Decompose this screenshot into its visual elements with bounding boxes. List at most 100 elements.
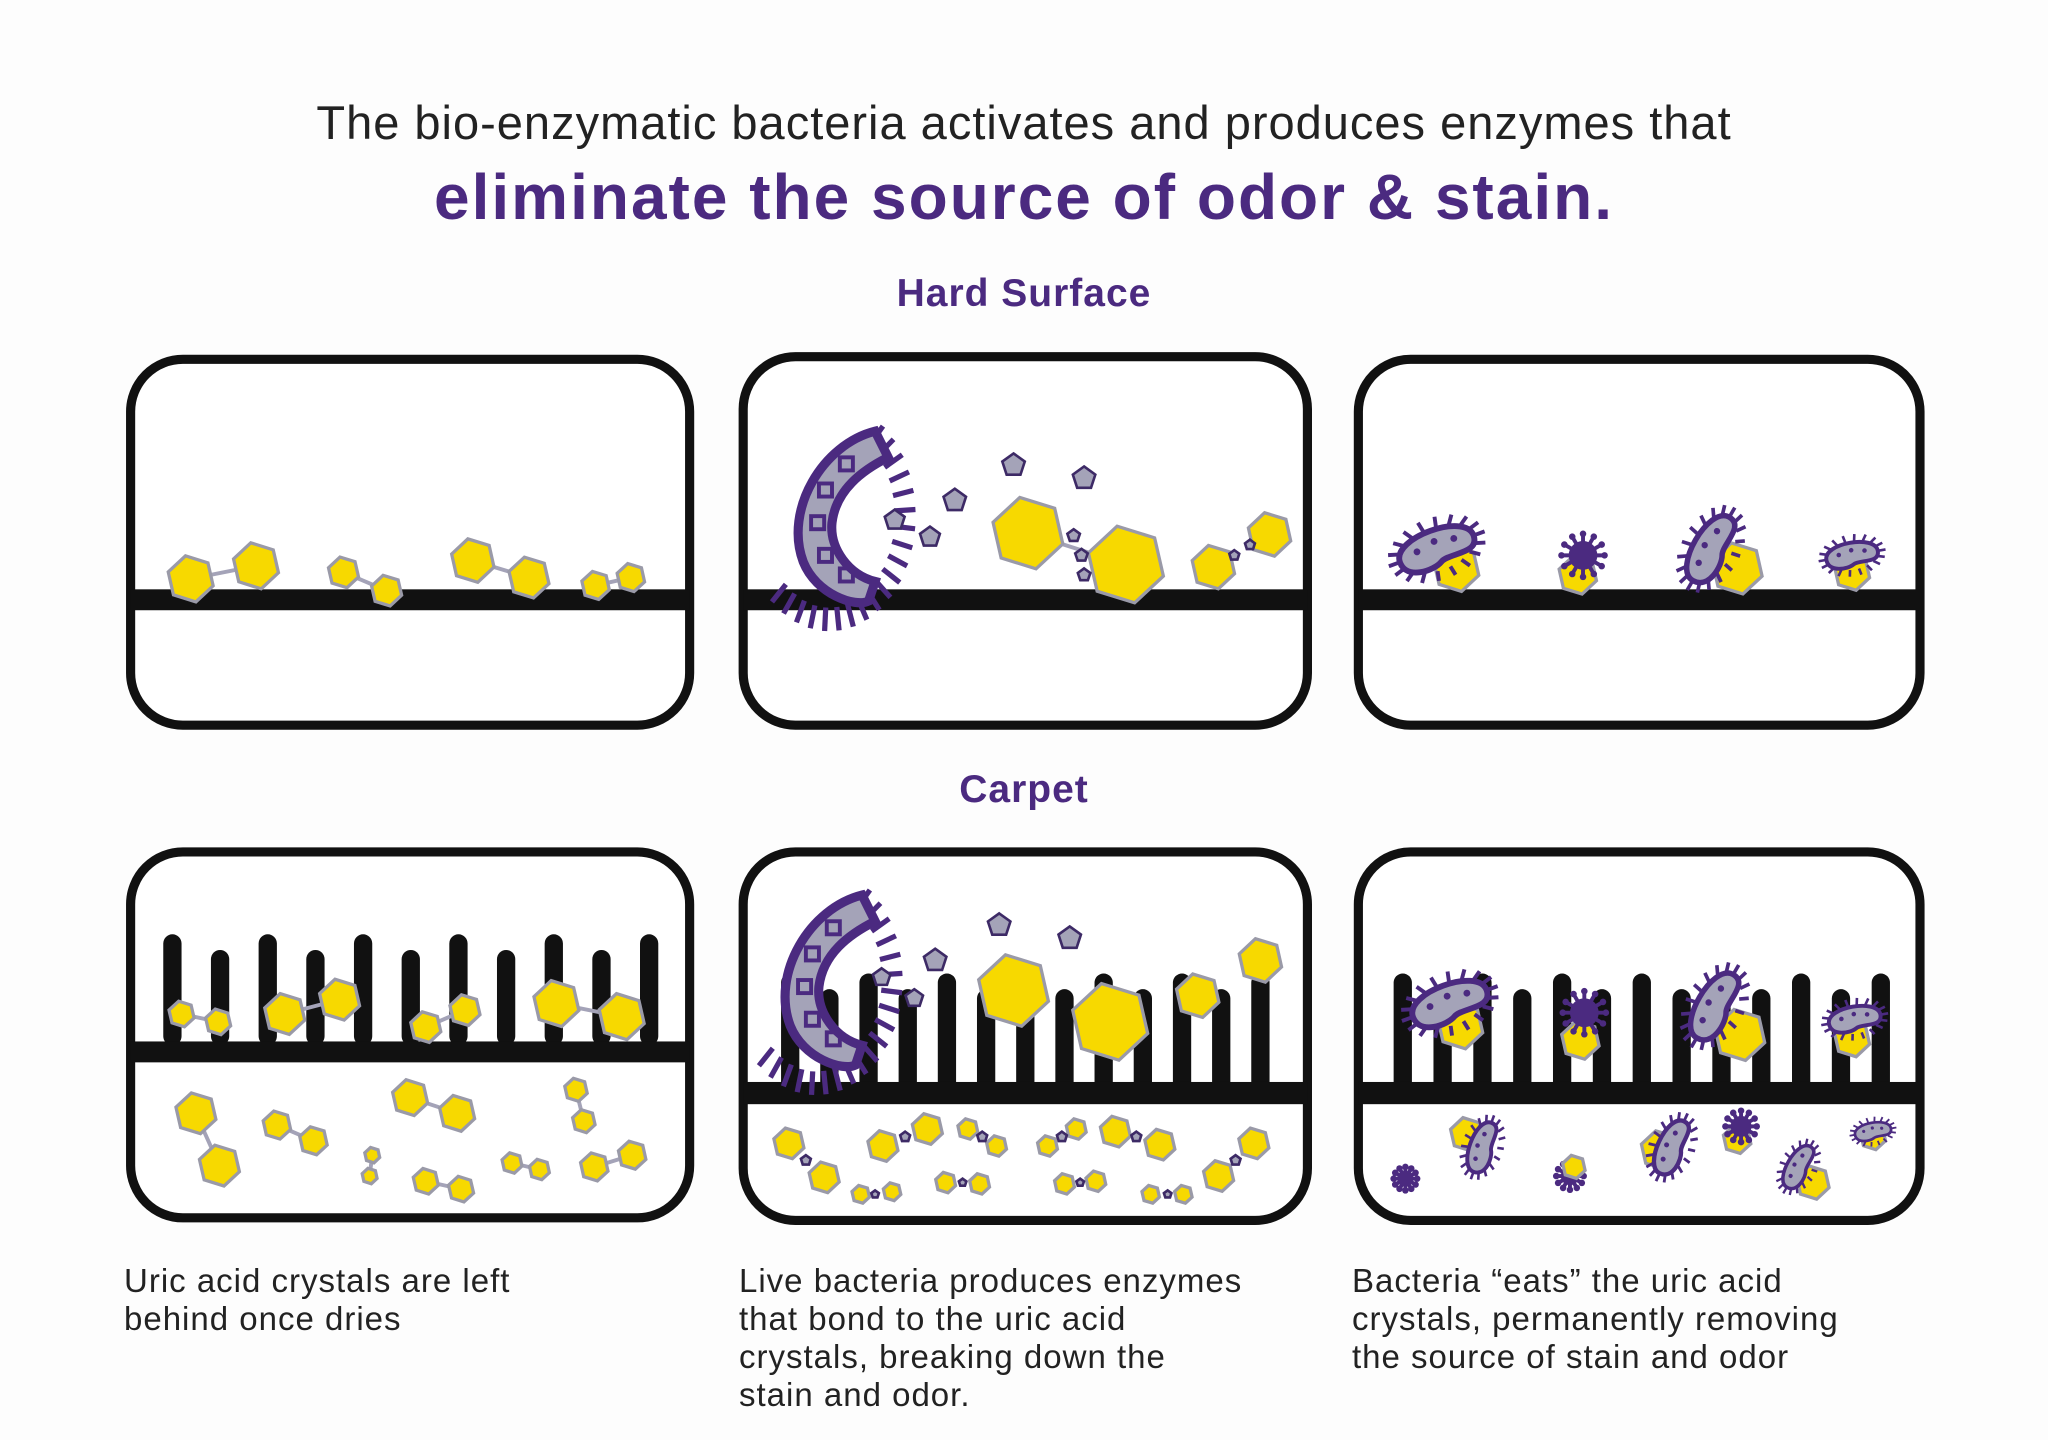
- flagella: [844, 603, 856, 628]
- flagella: [879, 951, 901, 963]
- carpet-fiber: [1632, 973, 1651, 1092]
- uric-acid-crystal-icon: [203, 1007, 233, 1037]
- flagella: [1690, 1137, 1699, 1142]
- spike-tip: [1413, 1175, 1421, 1182]
- carpet-fiber: [1251, 973, 1270, 1092]
- organelle: [1699, 1016, 1706, 1024]
- flagella: [1715, 572, 1723, 583]
- organelle: [837, 566, 855, 584]
- flagella: [1682, 1112, 1689, 1122]
- flagella: [881, 566, 902, 585]
- uric-acid-crystal-icon: [317, 977, 362, 1022]
- organelle: [803, 1010, 821, 1028]
- flagella: [1833, 1003, 1841, 1011]
- enzyme-icon: [1073, 547, 1090, 562]
- uric-acid-crystal-icon: [449, 537, 496, 585]
- carpet-fiber: [1212, 989, 1231, 1092]
- organelle: [1880, 1126, 1884, 1130]
- uric-acid-crystal-icon: [580, 569, 612, 602]
- flagella: [1831, 539, 1838, 547]
- spike-tip: [1562, 1020, 1569, 1027]
- flagella: [1801, 1182, 1807, 1189]
- flagella: [1660, 1121, 1667, 1130]
- floor-surface: [743, 1081, 1308, 1105]
- organelle: [1705, 999, 1712, 1006]
- organelle: [1870, 1126, 1874, 1130]
- flagella: [1699, 514, 1707, 526]
- flagella: [768, 1056, 784, 1079]
- flagella: [1448, 1025, 1454, 1036]
- enzyme-icon: [799, 1153, 813, 1166]
- flagella: [1723, 562, 1734, 572]
- flagella: [888, 469, 911, 484]
- flagella: [1844, 999, 1849, 1007]
- uric-acid-crystal-icon: [360, 1166, 379, 1186]
- flagella: [1680, 1011, 1691, 1016]
- flagella: [1446, 514, 1454, 526]
- spike-tip: [1408, 1165, 1415, 1172]
- uric-acid-crystal-icon: [1174, 972, 1221, 1020]
- spike-tip: [1581, 1030, 1588, 1038]
- enzyme-icon: [1000, 451, 1027, 477]
- flagella: [1865, 1117, 1869, 1123]
- section-title-hard-surface: Hard Surface: [896, 272, 1152, 315]
- spike-tip: [1579, 573, 1587, 581]
- bacterium-icon: [1821, 997, 1889, 1041]
- flagella: [780, 1063, 794, 1088]
- uric-acid-crystal-icon: [1084, 1169, 1108, 1194]
- flagella: [793, 599, 807, 624]
- bacterium-icon: [1775, 1138, 1822, 1196]
- organelle: [1788, 1173, 1793, 1178]
- carpet-fiber: [353, 934, 373, 1046]
- uric-acid-crystal-icon: [408, 1009, 443, 1045]
- flagella: [1459, 968, 1467, 980]
- uric-acid-crystal-icon: [532, 978, 581, 1029]
- flagella: [794, 1068, 805, 1093]
- bacterium-icon: [1675, 504, 1747, 593]
- enzyme-icon: [975, 1129, 989, 1143]
- spike-tip: [1753, 1123, 1760, 1130]
- spike-tip: [1590, 570, 1598, 578]
- spike-tip: [1570, 1028, 1577, 1035]
- organelle: [1839, 1016, 1844, 1022]
- carpet-fiber: [1055, 989, 1074, 1092]
- flagella: [1648, 1142, 1656, 1147]
- caption-line: Live bacteria produces enzymes: [739, 1262, 1243, 1299]
- spike-tip: [1745, 1109, 1753, 1117]
- enzyme-icon: [1071, 464, 1097, 490]
- organelle: [1473, 1156, 1478, 1161]
- organelle: [1450, 535, 1458, 542]
- uric-acid-crystal-icon: [850, 1183, 872, 1206]
- spike-tip: [1601, 552, 1608, 559]
- flagella: [781, 592, 797, 615]
- spike-tip: [1559, 1009, 1567, 1016]
- flagella: [880, 987, 903, 996]
- flagella: [769, 582, 788, 604]
- spike-tip: [1559, 1184, 1567, 1192]
- spike-tip: [1396, 1185, 1403, 1193]
- large-bacterium-icon: [756, 888, 903, 1095]
- spike-tip: [1396, 1165, 1403, 1172]
- spike-tip: [1590, 533, 1598, 540]
- uric-acid-crystal-icon: [866, 1128, 900, 1164]
- flagella: [1837, 569, 1843, 577]
- flagella: [1868, 1028, 1876, 1036]
- bacterium-icon: [1849, 1116, 1897, 1147]
- uric-acid-crystal-icon: [807, 1160, 841, 1195]
- spike-tip: [1751, 1130, 1758, 1138]
- flagella: [1460, 558, 1472, 568]
- caption-line: the source of stain and odor: [1352, 1338, 1790, 1375]
- bacterium-icon: [1818, 534, 1886, 577]
- large-bacterium-icon: [769, 424, 916, 632]
- organelle: [816, 481, 834, 499]
- flagella: [1464, 1133, 1472, 1140]
- flagella: [1727, 1020, 1737, 1030]
- carpet-fiber: [1513, 989, 1532, 1092]
- spike-tip: [1591, 990, 1599, 998]
- uric-acid-crystal-icon: [910, 1111, 945, 1147]
- flagella: [831, 1067, 843, 1092]
- enzyme-icon: [986, 911, 1012, 936]
- spike-tip: [1729, 1136, 1737, 1144]
- flagella: [1469, 549, 1481, 557]
